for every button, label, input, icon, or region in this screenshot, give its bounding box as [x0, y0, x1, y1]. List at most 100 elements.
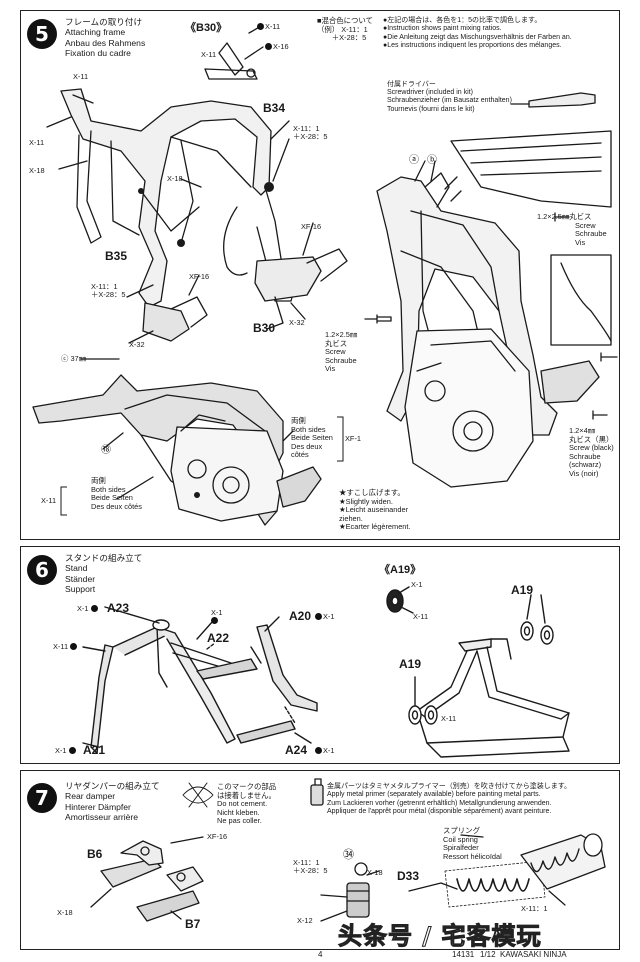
- note-line: Vis (noir): [569, 468, 599, 478]
- note-line: Schraube: [569, 451, 601, 461]
- paint-x1: X-1: [315, 747, 335, 755]
- paint-x12: X-12: [297, 916, 313, 925]
- step5-title-ja: フレームの取り付け: [65, 17, 143, 27]
- paint-code: X-11: [53, 642, 69, 651]
- b30-detail-header: 《B30》: [185, 22, 228, 34]
- note-line: 1.2×2.5㎜丸ビス: [537, 212, 592, 221]
- part-a24-label: A24: [285, 743, 308, 757]
- paint-code: ＋X-28：5: [91, 290, 126, 299]
- mix-note-line: ＋X-28：5: [317, 33, 367, 43]
- note-line: ziehen.: [339, 513, 363, 523]
- part-b7-label: B7: [185, 917, 201, 931]
- paint-code: X-1: [323, 746, 335, 755]
- kit-scale: 1/12: [480, 950, 496, 959]
- paint-x11: X-11: [413, 612, 429, 621]
- note-line: ★Slightly widen.: [339, 496, 393, 506]
- note-line: Vis: [575, 237, 586, 247]
- note-line: Nicht kleben.: [217, 807, 260, 817]
- paint-x11: X-11：1: [521, 904, 548, 913]
- a19-detail-header: 《A19》: [379, 564, 422, 576]
- paint-mix: X-11：1＋X-28：5: [293, 125, 328, 141]
- note-line: Spiralfeder: [443, 843, 479, 853]
- marker-18: ⑱: [101, 445, 111, 456]
- note-line: Ressort hélicoïdal: [443, 851, 502, 861]
- paint-xf16: XF-16: [301, 222, 322, 231]
- note-line: Tournevis (fourni dans le kit): [387, 105, 475, 113]
- part-a19-label: A19: [511, 583, 534, 597]
- paint-x11: X-11: [41, 496, 57, 505]
- paint-xf16: XF-16: [189, 272, 210, 281]
- note-line: Zum Lackieren vorher (getrennt erhältlic…: [327, 799, 552, 807]
- mix-note-line: ■混合色について: [317, 16, 373, 25]
- note-line: Des deux: [291, 441, 323, 451]
- paint-mix: X-11：1＋X-28：5: [293, 859, 328, 875]
- paint-x18: X-18: [29, 166, 45, 175]
- step7-title-fr: Amortisseur arrière: [65, 812, 139, 823]
- step7-title-de: Hinterer Dämpfer: [65, 801, 131, 812]
- step5-drawing: [32, 24, 618, 526]
- paint-x11: X-11: [257, 23, 280, 31]
- note-line: Coil spring: [443, 834, 478, 844]
- paint-code: X-16: [273, 42, 289, 51]
- screw-note: 1.2×2.5㎜丸ビス Screw Schraube Vis: [537, 212, 607, 247]
- step5-title-de: Anbau des Rahmens: [65, 37, 146, 48]
- paint-x32: X-32: [129, 340, 145, 349]
- paint-code: X-11：1: [91, 282, 118, 291]
- paint-dot-icon: [68, 747, 76, 754]
- paint-code: X-1: [55, 746, 67, 755]
- paint-x1: X-1: [77, 605, 99, 613]
- part-b35-label: B35: [105, 249, 128, 263]
- marker-a: ⓐ: [409, 155, 419, 166]
- part-a20-label: A20: [289, 609, 312, 623]
- step6-drawing: [82, 586, 570, 758]
- note-line: 金属パーツはタミヤメタルプライマー（別売）を吹き付けてから塗装します。: [327, 783, 572, 790]
- note-line: Appliquer de l'apprêt pour métal (dispon…: [327, 808, 552, 816]
- step6-title-fr: Support: [65, 584, 96, 595]
- mix-note-line: ●左記の場合は、各色を1：5の比率で調色します。: [383, 17, 542, 24]
- kit-code: 14131: [452, 950, 475, 959]
- note-line: ★Leicht auseinander: [339, 505, 409, 515]
- step7-panel: 7 リヤダンパーの組み立て Rear damper Hinterer Dämpf…: [20, 770, 620, 950]
- part-b6-label: B6: [87, 847, 103, 861]
- step7-number: 7: [27, 783, 57, 813]
- screw-note: 1.2×2.5㎜ 丸ビス Screw Schraube Vis: [325, 330, 358, 374]
- note-line: 1.2×4㎜: [569, 426, 596, 435]
- note-line: Vis: [325, 364, 336, 374]
- paint-x11: X-11: [441, 714, 457, 723]
- note-line: Do not cement.: [217, 799, 268, 809]
- step6-title-en: Stand: [65, 563, 88, 574]
- paint-x11: X-11: [53, 643, 78, 651]
- paint-x11: X-11: [201, 50, 217, 59]
- paint-x1: X-1: [315, 613, 335, 621]
- note-line: Screwdriver (included in kit): [387, 89, 473, 97]
- part-a23-label: A23: [107, 601, 130, 615]
- clear-tube-length: ⓒ 37㎜: [61, 354, 87, 363]
- paint-code: X-11：1: [293, 858, 320, 867]
- note-line: スプリング: [443, 826, 480, 835]
- note-line: Schraube: [325, 355, 357, 365]
- both-sides-note: 両側 Both sides Beide Seiten Des deux côté…: [91, 476, 142, 511]
- paint-x16: X-16: [265, 43, 289, 51]
- step6-title-de: Ständer: [65, 573, 96, 584]
- paint-dot-icon: [315, 747, 322, 754]
- paint-code: ＋X-28：5: [293, 132, 328, 141]
- note-line: このマークの部品: [217, 782, 277, 791]
- note-line: 両側: [91, 476, 106, 485]
- mix-note-line: （例） X-11：1: [317, 24, 368, 34]
- no-cement-note: このマークの部品 は接着しません。 Do not cement. Nicht k…: [217, 782, 277, 826]
- step5-panel: 5 フレームの取り付け Attaching frame Anbau des Ra…: [20, 10, 620, 540]
- paint-xf16: XF-16: [207, 832, 228, 841]
- mix-note-line: ●Les instructions indiquent les proporti…: [383, 42, 562, 50]
- step5-title: フレームの取り付け Attaching frame Anbau des Rahm…: [65, 17, 145, 59]
- widen-note: ★すこし広げます。 ★Slightly widen. ★Leicht ausei…: [339, 488, 411, 532]
- note-line: 1.2×2.5㎜: [325, 330, 358, 339]
- step7-title: リヤダンパーの組み立て Rear damper Hinterer Dämpfer…: [65, 781, 160, 823]
- note-line: ★すこし広げます。: [339, 488, 405, 497]
- step7-title-ja: リヤダンパーの組み立て: [65, 781, 160, 791]
- mix-note-explanation: ●左記の場合は、各色を1：5の比率で調色します。 ●Instruction sh…: [383, 17, 572, 51]
- note-line: côtés: [291, 450, 309, 460]
- coil-spring-note: スプリング Coil spring Spiralfeder Ressort hé…: [443, 826, 502, 861]
- note-line: (schwarz): [569, 460, 602, 470]
- metal-primer-note: 金属パーツはタミヤメタルプライマー（別売）を吹き付けてから塗装します。 Appl…: [327, 783, 571, 817]
- note-line: Screw (black): [569, 443, 614, 453]
